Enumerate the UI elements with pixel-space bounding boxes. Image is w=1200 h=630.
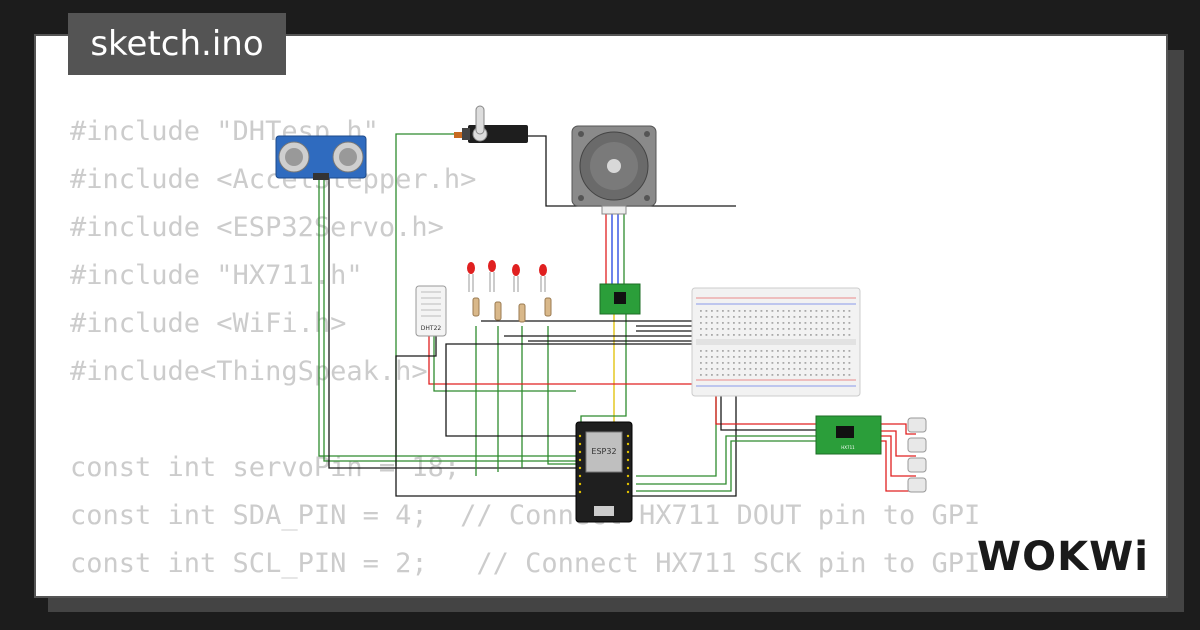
esp32-board: ESP32 [575,421,633,523]
stepper-driver [599,283,641,315]
resistor [544,297,552,317]
circuit-diagram: DHT22 ESP32 [275,105,927,523]
code-line: const int SDA_PIN = 4; // Connect HX711 … [70,500,981,531]
code-line: const int SCL_PIN = 2; // Connect HX711 … [70,548,981,579]
led-red [539,264,547,292]
breadboard-holes [700,310,851,376]
stepper-motor [571,125,657,215]
leds [467,260,547,292]
breadboard [691,287,861,397]
servo-motor [454,105,528,143]
preview-card: #include "DHTesp.h"#include <AccelSteppe… [34,34,1168,598]
file-tab-label: sketch.ino [90,24,264,64]
file-tab: sketch.ino [68,13,286,75]
led-red [467,262,475,292]
code-line: #include "HX711.h" [70,260,363,291]
esp32-label: ESP32 [591,447,616,456]
code-line: #include <ESP32Servo.h> [70,212,444,243]
hx711-label: HX711 [841,445,855,450]
dht22-sensor: DHT22 [415,285,447,337]
resistor [494,301,502,321]
code-background: #include "DHTesp.h"#include <AccelSteppe… [70,108,981,596]
hx711-module: HX711 [815,415,882,455]
code-line: #include<ThingSpeak.h> [70,356,428,387]
code-line: #include <WiFi.h> [70,308,347,339]
wokwi-logo: WOKWi [977,534,1149,580]
led-red [512,264,520,292]
ultrasonic-sensor [275,135,367,180]
resistor [518,303,526,323]
led-red [488,260,496,292]
resistors [472,297,552,323]
dht22-label: DHT22 [421,325,442,332]
logo-text: WOKWi [977,534,1149,580]
resistor [472,297,480,317]
load-cell-connectors [907,417,927,493]
